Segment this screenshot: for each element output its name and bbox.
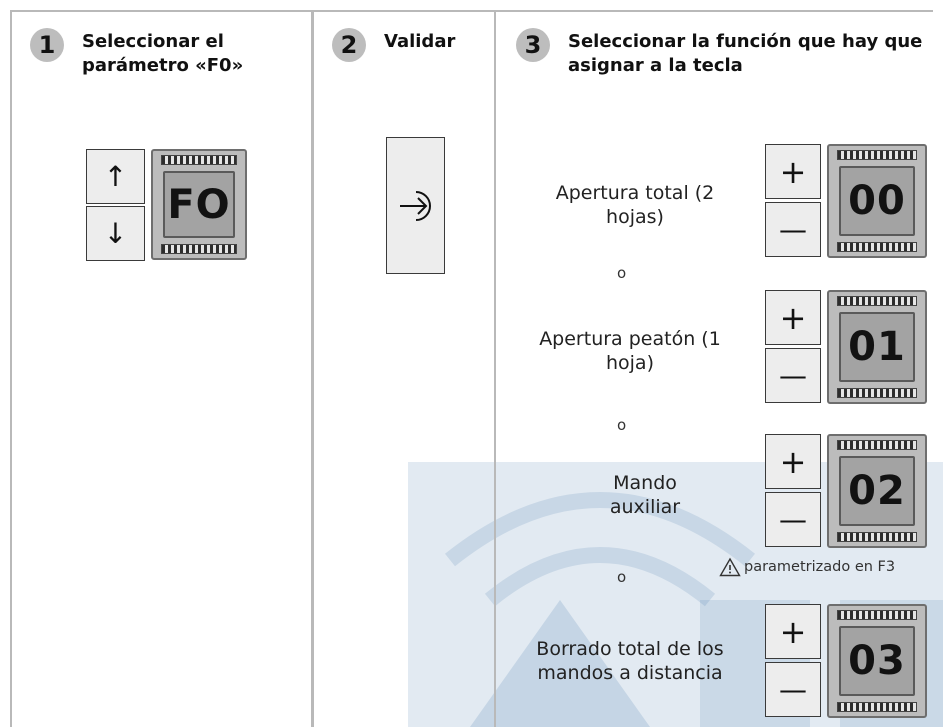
option-00-display-chip: 00 xyxy=(827,144,927,258)
enter-button[interactable] xyxy=(386,137,445,274)
step-3-title: Seleccionar la función que hay que asign… xyxy=(568,31,923,76)
down-arrow-button[interactable]: ↓ xyxy=(86,206,145,261)
option-01-plus-button[interactable]: + xyxy=(765,290,821,345)
option-03-plus-button[interactable]: + xyxy=(765,604,821,659)
option-02-readout: 02 xyxy=(839,456,915,526)
display-chip-f0: FO xyxy=(151,149,247,260)
step-2-number: 2 xyxy=(332,28,366,62)
chip-pins-bottom xyxy=(837,242,917,252)
option-03-readout: 03 xyxy=(839,626,915,696)
option-01-minus-button[interactable]: — xyxy=(765,348,821,403)
frame-top xyxy=(10,10,933,12)
chip-pins-top xyxy=(837,150,917,160)
option-02-label: Mando auxiliar xyxy=(609,472,681,518)
or-separator-1: o xyxy=(617,264,627,282)
column-divider-2 xyxy=(494,10,496,727)
or-separator-2: o xyxy=(617,416,627,434)
step-2-title: Validar xyxy=(384,31,456,52)
warning-icon xyxy=(719,557,741,577)
up-arrow-button[interactable]: ↑ xyxy=(86,149,145,204)
chip-pins-top xyxy=(161,155,237,165)
option-02-display-chip: 02 xyxy=(827,434,927,548)
chip-pins-bottom xyxy=(161,244,237,254)
chip-pins-bottom xyxy=(837,702,917,712)
step-1-header: 1 Seleccionar el parámetro «F0» xyxy=(30,28,290,78)
chip-pins-top xyxy=(837,296,917,306)
step-1-title: Seleccionar el parámetro «F0» xyxy=(82,31,244,76)
option-00-label: Apertura total (2 hojas) xyxy=(555,182,715,228)
option-03-minus-button[interactable]: — xyxy=(765,662,821,717)
step-3-number: 3 xyxy=(516,28,550,62)
parameter-note: parametrizado en F3 xyxy=(719,557,895,577)
option-01-readout: 01 xyxy=(839,312,915,382)
parameter-note-text: parametrizado en F3 xyxy=(744,559,896,575)
step-1-number: 1 xyxy=(30,28,64,62)
option-02-minus-button[interactable]: — xyxy=(765,492,821,547)
option-01-label: Apertura peatón (1 hoja) xyxy=(539,328,721,374)
chip-pins-top xyxy=(837,440,917,450)
column-divider-1 xyxy=(311,10,314,727)
option-02-plus-button[interactable]: + xyxy=(765,434,821,489)
display-readout: FO xyxy=(163,171,235,238)
option-01-display-chip: 01 xyxy=(827,290,927,404)
option-03-label: Borrado total de los mandos a distancia xyxy=(536,638,724,684)
option-03-display-chip: 03 xyxy=(827,604,927,718)
option-00-readout: 00 xyxy=(839,166,915,236)
frame-left xyxy=(10,10,12,727)
chip-pins-bottom xyxy=(837,388,917,398)
step-3-header: 3 Seleccionar la función que hay que asi… xyxy=(516,28,926,78)
or-separator-3: o xyxy=(617,568,627,586)
step-2-header: 2 Validar xyxy=(332,28,482,62)
chip-pins-top xyxy=(837,610,917,620)
option-00-plus-button[interactable]: + xyxy=(765,144,821,199)
chip-pins-bottom xyxy=(837,532,917,542)
option-00-minus-button[interactable]: — xyxy=(765,202,821,257)
enter-arrow-icon xyxy=(399,190,431,221)
